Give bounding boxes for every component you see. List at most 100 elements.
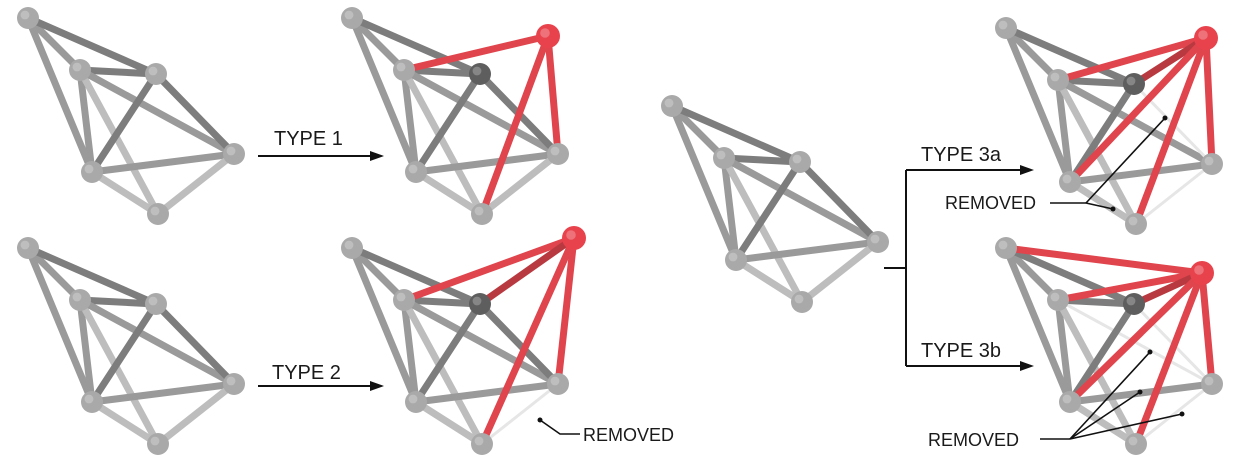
node-D-shine	[1062, 174, 1072, 184]
edge-A-C	[24, 14, 160, 78]
original-graph-bottom	[17, 237, 245, 455]
edge-B-E	[400, 296, 486, 448]
node-F-shine	[226, 376, 236, 386]
edge-D-E	[88, 168, 162, 218]
node-G-shine	[540, 28, 550, 38]
node-C	[145, 293, 167, 315]
edge-B-C	[1054, 76, 1138, 88]
new-edge-E-G	[478, 234, 578, 448]
type3a-label: TYPE 3a	[921, 144, 1002, 166]
node-A	[341, 7, 363, 29]
edge-A-C	[348, 14, 484, 78]
node-A	[341, 237, 363, 259]
edge-C-D	[412, 300, 484, 406]
node-C-shine	[1126, 296, 1136, 306]
edge-C-F	[152, 300, 238, 388]
node-B	[69, 289, 91, 311]
node-B	[393, 59, 415, 81]
edge-E-F	[154, 380, 238, 448]
edge-D-E	[732, 256, 806, 306]
node-C-shine	[1126, 76, 1136, 86]
node-E-shine	[150, 436, 160, 446]
new-edge-E-G	[1132, 34, 1210, 228]
type2-result-graph	[341, 226, 586, 455]
edge-A-D	[24, 14, 96, 176]
new-node-highlight	[1190, 261, 1214, 285]
removed-callout-type2	[537, 417, 580, 435]
node-F	[867, 231, 889, 253]
new-node-highlight	[562, 226, 586, 250]
node-B-shine	[72, 62, 82, 72]
node-G-shine	[1194, 265, 1204, 275]
edge-A-B	[1002, 24, 1062, 84]
edge-C-D	[412, 70, 484, 176]
node-C	[789, 151, 811, 173]
removed-callout-type3b	[1040, 349, 1185, 440]
node-C	[1123, 73, 1145, 95]
node-F	[223, 143, 245, 165]
node-D-shine	[84, 394, 94, 404]
type3b-result-graph	[995, 237, 1223, 455]
edge-B-D	[1054, 76, 1074, 186]
node-E-shine	[474, 206, 484, 216]
node-E-shine	[474, 436, 484, 446]
edge-E-F	[154, 150, 238, 218]
new-edge-F-G	[1198, 269, 1216, 388]
type2-label: TYPE 2	[272, 362, 341, 384]
node-D	[1059, 171, 1081, 193]
edge-D-E	[412, 398, 486, 448]
edge-B-C	[76, 66, 160, 78]
node-C-shine	[148, 296, 158, 306]
edge-D-F	[732, 238, 882, 264]
removed-edge-E-F	[1134, 162, 1214, 226]
node-B-shine	[396, 62, 406, 72]
new-edge-C-G	[1130, 269, 1206, 308]
edge-A-B	[24, 14, 84, 74]
new-edge-F-G	[544, 32, 562, 158]
edge-C-F	[152, 70, 238, 158]
node-F	[1201, 373, 1223, 395]
node-B	[713, 147, 735, 169]
edge-D-E	[88, 398, 162, 448]
node-A-shine	[664, 98, 674, 108]
node-C-shine	[472, 296, 482, 306]
node-E-shine	[150, 206, 160, 216]
edge-B-D	[1054, 296, 1074, 406]
edge-A-B	[348, 244, 408, 304]
edge-B-D	[400, 66, 420, 176]
node-A-shine	[998, 20, 1008, 30]
edge-B-E	[400, 66, 486, 218]
node-F-shine	[550, 376, 560, 386]
edge-A-C	[1002, 24, 1138, 88]
node-F	[547, 373, 569, 395]
node-A-shine	[20, 240, 30, 250]
edge-A-D	[24, 244, 96, 406]
new-edge-C-G	[476, 234, 578, 308]
edge-C-D	[88, 70, 160, 176]
edge-B-F	[76, 66, 238, 158]
node-A-shine	[20, 10, 30, 20]
edge-B-D	[720, 154, 740, 264]
edge-B-D	[400, 296, 420, 406]
edge-A-D	[1002, 24, 1074, 186]
removed-label-type2: REMOVED	[583, 425, 674, 445]
new-node-highlight	[536, 24, 560, 48]
type1-result-graph	[341, 7, 569, 225]
node-F-shine	[1204, 376, 1214, 386]
edge-B-E	[720, 154, 806, 306]
node-C	[145, 63, 167, 85]
node-E	[1125, 213, 1147, 235]
edge-B-F	[720, 154, 882, 246]
node-B	[69, 59, 91, 81]
node-G-shine	[566, 230, 576, 240]
edge-A-D	[348, 14, 420, 176]
removed-edge-E-F	[480, 382, 560, 446]
node-C	[469, 293, 491, 315]
edge-A-D	[668, 102, 740, 264]
node-E	[147, 433, 169, 455]
new-edge-A-G	[1002, 244, 1206, 277]
edge-B-D	[76, 296, 96, 406]
node-E-shine	[1128, 216, 1138, 226]
type1-label: TYPE 1	[274, 128, 343, 150]
node-C-shine	[472, 66, 482, 76]
